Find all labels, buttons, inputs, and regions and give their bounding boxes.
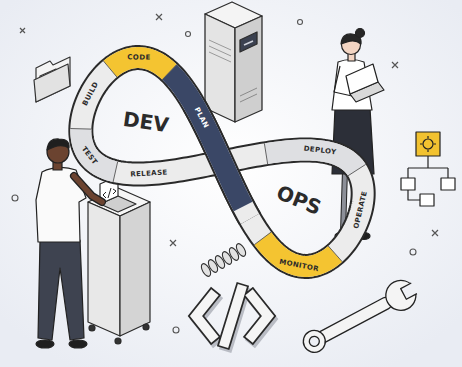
lobe-title: OPS: [274, 182, 324, 218]
lobe-title: DEV: [122, 109, 170, 135]
wrench-jaw-gap: [401, 282, 420, 300]
loop-band: [81, 58, 363, 267]
wrench-tool: [298, 274, 424, 360]
code-bracket-face: [196, 290, 268, 342]
segment-divider: [113, 162, 118, 182]
server-front: [205, 14, 235, 122]
workflow-gear-teeth: [420, 136, 436, 152]
server-badge: [240, 32, 257, 52]
dot-mark: [12, 195, 18, 201]
server-vents: [240, 88, 257, 102]
folder-icon: [34, 57, 70, 102]
workflow-gear-box: [416, 132, 440, 156]
podium-wheel: [143, 324, 149, 330]
wrench-jaw: [401, 283, 417, 299]
dot-mark: [186, 32, 191, 37]
operator-figure: [332, 29, 384, 240]
dot-mark: [410, 249, 416, 255]
sparkle-marks: [20, 14, 438, 246]
server-tower: [205, 2, 262, 122]
segment-divider: [328, 246, 342, 262]
segment-divider: [103, 61, 117, 77]
operator-laptop-screen: [346, 64, 378, 94]
podium-front: [88, 202, 120, 336]
stage-label: RELEASE: [130, 169, 168, 178]
spring-loop: [234, 242, 247, 258]
operator-hair-bun: [356, 29, 365, 38]
workflow-box: [401, 178, 415, 190]
developer-shoe: [36, 340, 54, 348]
wrench-head: [381, 275, 422, 316]
stage-label: PLAN: [193, 107, 210, 130]
spring-coil: [199, 242, 247, 278]
wrench-handle: [315, 296, 393, 345]
code-bracket-outline: [196, 290, 268, 342]
segment-divider: [254, 232, 271, 245]
dot-mark: [298, 20, 303, 25]
podium-wheel: [115, 338, 121, 344]
stage-label: CODE: [127, 54, 150, 61]
loop-segment: [170, 72, 244, 206]
stage-label: BUILD: [81, 81, 99, 107]
dot-mark: [173, 327, 179, 333]
server-side: [235, 16, 262, 122]
folder-front: [34, 64, 70, 102]
podium-wheel: [89, 325, 95, 331]
loop-outline: [81, 58, 363, 267]
segment-divider: [348, 164, 366, 175]
stage-label: OPERATE: [353, 190, 369, 229]
developer-arm: [74, 176, 102, 202]
segment-divider: [264, 143, 267, 164]
stage-label: MONITOR: [279, 259, 320, 273]
server-slots: [209, 40, 231, 62]
segment-divider: [162, 64, 176, 79]
code-bracket-symbol: [196, 290, 270, 345]
developer-hair: [47, 139, 69, 150]
stage-label: TEST: [80, 146, 98, 167]
wrench-ring: [299, 326, 329, 356]
code-symbol: [103, 188, 116, 198]
wrench-ring-hole: [308, 335, 322, 349]
segment-divider: [70, 128, 91, 130]
workflow-box: [441, 178, 455, 190]
developer-pants: [38, 240, 84, 340]
podium-side: [120, 202, 150, 336]
workflow-box: [420, 194, 434, 206]
server-badge-mark: [244, 41, 253, 45]
stage-label: DEPLOY: [303, 145, 337, 156]
workflow-icon: [401, 132, 455, 206]
developer-arm-outline: [74, 176, 102, 202]
workflow-gear: [423, 139, 433, 149]
developer-shoe: [69, 340, 87, 348]
